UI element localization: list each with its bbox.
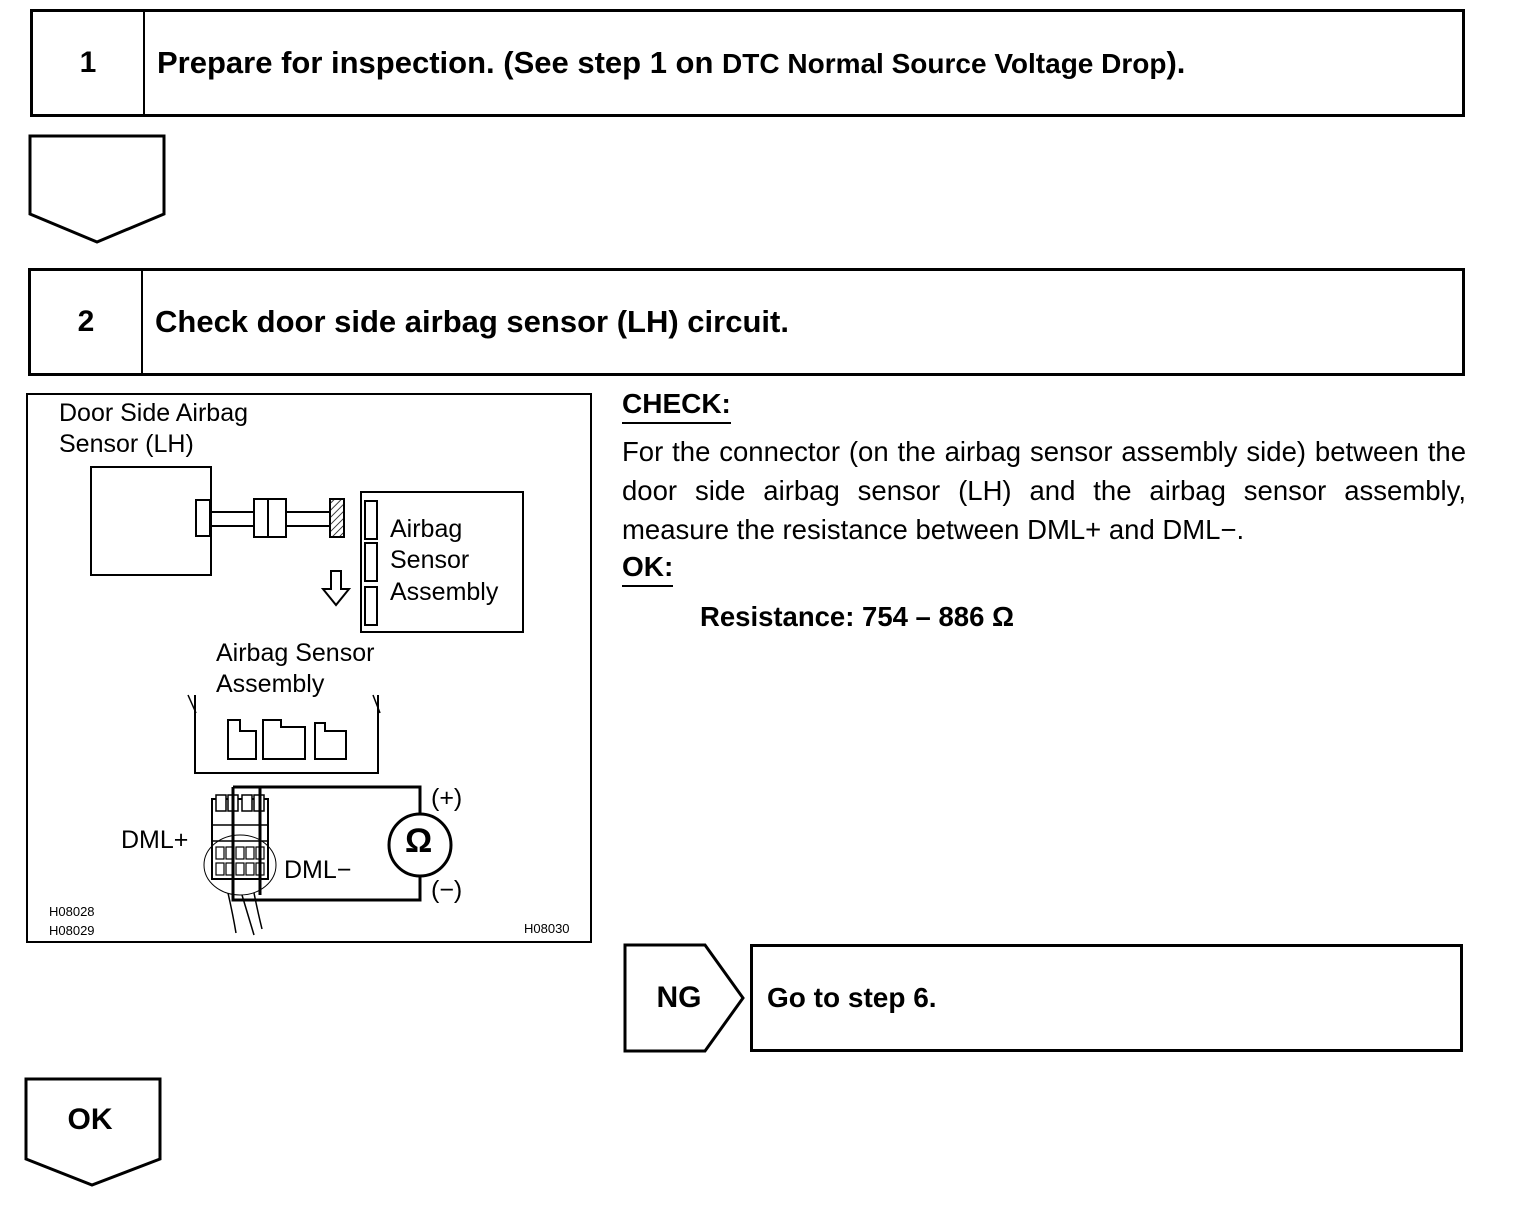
step-1-link-text[interactable]: DTC Normal Source Voltage Drop [722,48,1167,79]
ohmmeter-circle [387,812,453,878]
assembly-label-line3: Assembly [390,578,499,606]
ok-heading: OK: [622,551,674,587]
figure-code-3: H08030 [524,921,570,936]
airbag-sensor-assembly-box [360,491,524,633]
connector-diagram [90,466,524,936]
step-1-box: 1 Prepare for inspection. (See step 1 on… [30,9,1465,117]
door-sensor-label-line1: Door Side Airbag [59,399,249,427]
figure-code-2: H08029 [49,923,95,938]
ng-action-text[interactable]: Go to step 6. [767,982,937,1013]
minus-terminal-label: (−) [431,876,463,904]
check-heading: CHECK: [622,388,731,424]
step-1-text: Prepare for inspection. (See step 1 on D… [145,45,1185,81]
dml-plus-label: DML+ [121,826,189,854]
ng-right-arrow-icon [623,943,745,1053]
step-2-text: Check door side airbag sensor (LH) circu… [155,304,789,339]
door-sensor-label-line2: Sensor (LH) [59,430,194,458]
step-1-number: 1 [33,12,145,114]
door-sensor-box [90,466,212,576]
plus-terminal-label: (+) [431,784,463,812]
ng-label: NG [656,981,702,1014]
ok-down-arrow-icon [24,1077,162,1187]
check-body: For the connector (on the airbag sensor … [622,436,1466,545]
ohm-icon: Ω [405,822,433,860]
assembly-label-line1: Airbag [390,515,463,543]
down-arrow-icon [28,134,166,244]
connector-label-line1: Airbag Sensor [216,639,375,667]
step-1-text-end: ). [1166,45,1186,80]
assembly-label-line2: Sensor [390,546,470,574]
check-section: CHECK: For the connector (on the airbag … [622,388,1466,633]
step-2-number: 2 [31,271,143,373]
ng-action-box: Go to step 6. [750,944,1463,1052]
figure-code-1: H08028 [49,904,95,919]
step-2-box: 2 Check door side airbag sensor (LH) cir… [28,268,1465,376]
connector-label-line2: Assembly [216,670,325,698]
step-1-text-main: Prepare for inspection. (See step 1 on [157,45,723,80]
dml-minus-label: DML− [284,856,352,884]
ok-label: OK [67,1103,113,1136]
resistance-spec: Resistance: 754 – 886 Ω [700,601,1015,632]
wiring-diagram-figure: Door Side Airbag Sensor (LH) [26,393,592,943]
